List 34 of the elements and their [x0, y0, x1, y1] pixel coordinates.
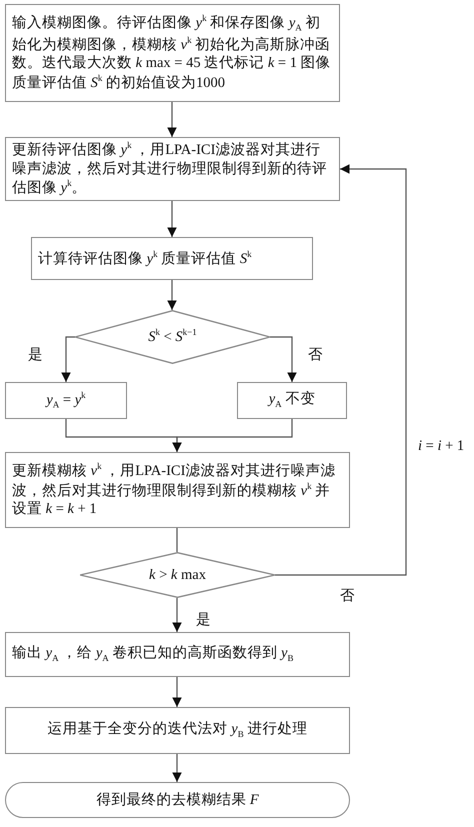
arrow [167, 102, 177, 137]
arrow [172, 677, 182, 707]
process-box [5, 4, 340, 102]
node-text: 输入模糊图像。待评估图像 y$^{k}$ 和保存图像 y$_{A}$ 初始化为模糊图像，模糊核 v$^{k}$ 初始化为高斯脉冲函数。迭代最大次数 k max = 45 迭代标记 k = 1 图像质量评估值 S$^{k}$ 的初始值设为1000 [11, 12, 332, 93]
node-text: k > k max [148, 566, 207, 585]
arrow [172, 598, 182, 632]
arrow [172, 419, 293, 452]
terminal-box [5, 782, 350, 818]
arrow [172, 754, 182, 782]
arrow [270, 336, 297, 382]
node-text: S$^{k}$ < S$^{k−1}$ [147, 326, 198, 347]
arrow [61, 336, 75, 382]
process-box [237, 382, 347, 419]
node-text: y$_{A}$ = y$^{k}$ [44, 388, 87, 412]
connector-line [176, 528, 178, 552]
process-box [31, 237, 313, 280]
edge-label: 是 [196, 610, 211, 629]
node-text: 计算待评估图像 y$^{k}$ 质量评估值 S$^{k}$ [37, 248, 253, 268]
process-box [5, 382, 127, 419]
node-text: 更新模糊核 v$^{k}$ ，用LPA-ICI滤波器对其进行噪声滤波，然后对其进行物理限制得到新的模糊核 v$^{k}$ 并设置 k = k + 1 [11, 460, 336, 520]
process-box [5, 707, 350, 754]
process-box [5, 452, 350, 528]
node-text: 输出 y$_{A}$ ，给 y$_{A}$ 卷积已知的高斯函数得到 y$_{B}$ [11, 644, 294, 666]
arrow [167, 201, 177, 237]
arrow [167, 280, 177, 310]
node-text: 更新待评估图像 y$^{k}$ ，用LPA-ICI滤波器对其进行噪声滤波，然后对其进行物理限制得到新的待评估图像 y$^{k}$。 [11, 138, 328, 198]
node-text: 得到最终的去模糊结果 F [95, 790, 260, 810]
edge-label: 否 [308, 345, 323, 364]
edge-label: 否 [340, 586, 355, 605]
process-box [5, 632, 350, 677]
arrow [275, 164, 407, 576]
node-text: 运用基于全变分的迭代法对 y$_{B}$ 进行处理 [46, 720, 308, 742]
edge-label: 是 [28, 345, 43, 364]
node-text: y$_{A}$ 不变 [266, 390, 316, 412]
